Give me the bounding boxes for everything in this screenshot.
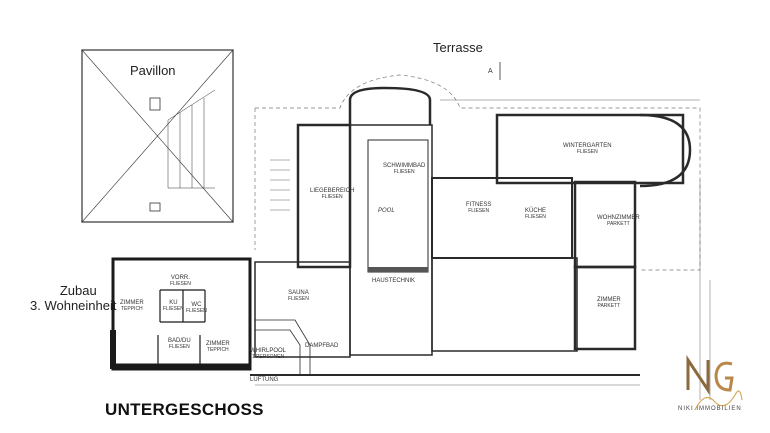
room-floor: FLIESEN bbox=[321, 194, 343, 200]
pavillon-outline bbox=[81, 49, 234, 223]
terrasse-label: Terrasse bbox=[433, 40, 483, 55]
room-name: ZIMMER bbox=[120, 300, 144, 306]
room-name: LÜFTUNG bbox=[250, 377, 279, 383]
floor-title: UNTERGESCHOSS bbox=[105, 400, 264, 419]
room-name: BAD/DU bbox=[168, 338, 191, 344]
zubau-walls bbox=[110, 257, 252, 371]
room-name: SAUNA bbox=[288, 290, 309, 296]
room-floor: FLIESEN bbox=[168, 344, 190, 350]
room-name: LIEGEBEREICH bbox=[310, 188, 355, 194]
room-floor: FLIESEN bbox=[288, 296, 309, 302]
room-name: WINTERGARTEN bbox=[563, 143, 612, 149]
room-floor: FLIESEN bbox=[186, 308, 207, 314]
room-haustechnik: HAUSTECHNIK bbox=[372, 278, 415, 284]
room-zubau-vorr: VORR.FLIESEN bbox=[170, 275, 191, 287]
room-floor: FLIESEN bbox=[525, 214, 546, 220]
room-floor: FLIESEN bbox=[170, 281, 191, 287]
zubau-label-line2: 3. Wohneinheit bbox=[30, 298, 117, 313]
room-floor: FLIESEN bbox=[576, 149, 598, 155]
room-name: WHIRLPOOL bbox=[250, 348, 287, 354]
main-building-walls bbox=[250, 86, 711, 400]
room-name: HAUSTECHNIK bbox=[372, 278, 416, 284]
room-floor: 1 PERSONEN bbox=[251, 354, 285, 360]
room-floor: FLIESEN bbox=[163, 306, 184, 312]
logo-company-name: NIKI IMMOBILIEN bbox=[678, 406, 742, 412]
zubau-label: Zubau 3. Wohneinheit bbox=[30, 283, 117, 313]
niki-immobilien-logo bbox=[686, 355, 743, 411]
room-name: VORR. bbox=[170, 275, 190, 281]
room-name: KÜCHE bbox=[525, 208, 547, 214]
pavillon-label: Pavillon bbox=[130, 63, 176, 78]
room-lueftung: LÜFTUNG bbox=[250, 377, 278, 383]
room-floor: PARKETT bbox=[597, 303, 621, 309]
zubau-label-line1: Zubau bbox=[59, 283, 97, 298]
room-floor: TEPPICH bbox=[121, 306, 143, 312]
room-name: DAMPFBAD bbox=[305, 343, 339, 349]
room-name: ZIMMER bbox=[597, 297, 621, 303]
room-name: SCHWIMMBAD bbox=[383, 163, 426, 169]
room-name: WC bbox=[191, 302, 202, 308]
room-name: WOHNZIMMER bbox=[597, 215, 640, 221]
room-name: ZIMMER bbox=[206, 341, 230, 347]
room-name: KU bbox=[169, 300, 178, 306]
room-pool: POOL bbox=[378, 208, 395, 214]
section-marker: A bbox=[488, 68, 493, 75]
room-floor: TEPPICH bbox=[207, 347, 229, 353]
terrasse-outline bbox=[254, 74, 701, 271]
room-dampfbad: DAMPFBAD bbox=[305, 343, 338, 349]
room-floor: PARKETT bbox=[606, 221, 630, 227]
room-floor: FLIESEN bbox=[393, 169, 415, 175]
room-name: FITNESS bbox=[466, 202, 492, 208]
room-name: POOL bbox=[378, 208, 395, 214]
room-floor: FLIESEN bbox=[468, 208, 490, 214]
